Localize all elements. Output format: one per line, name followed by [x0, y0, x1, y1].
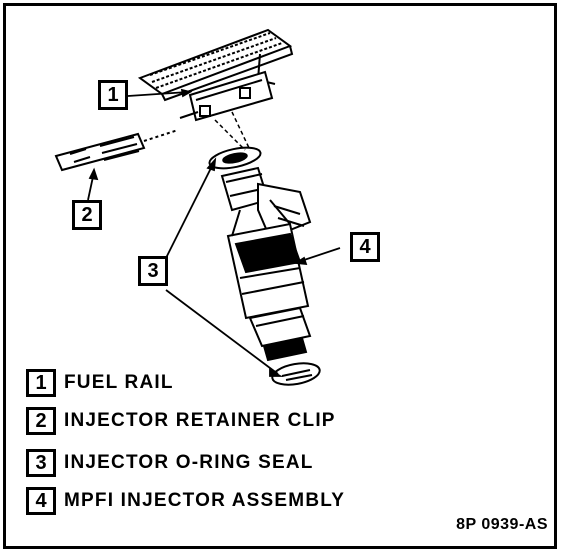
lower-oring-drawing: [271, 362, 321, 386]
leader-lines: [87, 88, 341, 377]
injector-body-drawing: [220, 166, 312, 362]
legend-item-fuel-rail: 1 FUEL RAIL: [26, 366, 174, 400]
legend-label: INJECTOR O-RING SEAL: [64, 452, 314, 473]
legend-number: 4: [26, 487, 56, 515]
legend-number: 1: [26, 369, 56, 397]
legend-item-injector-assembly: 4 MPFI INJECTOR ASSEMBLY: [26, 484, 345, 518]
legend-item-oring-seal: 3 INJECTOR O-RING SEAL: [26, 446, 314, 480]
retainer-clip-drawing: [54, 129, 179, 172]
legend-number: 2: [26, 407, 56, 435]
legend-item-retainer-clip: 2 INJECTOR RETAINER CLIP: [26, 404, 336, 438]
legend-label: INJECTOR RETAINER CLIP: [64, 410, 336, 431]
callout-1: 1: [98, 80, 128, 110]
legend-number: 3: [26, 449, 56, 477]
legend-label: FUEL RAIL: [64, 372, 174, 393]
fuel-rail-drawing: [137, 28, 294, 122]
legend-label: MPFI INJECTOR ASSEMBLY: [64, 490, 346, 511]
upper-oring-drawing: [208, 146, 262, 170]
callout-2: 2: [72, 200, 102, 230]
callout-3: 3: [138, 256, 168, 286]
callout-4: 4: [350, 232, 380, 262]
figure-code: 8P 0939-AS: [456, 516, 548, 533]
